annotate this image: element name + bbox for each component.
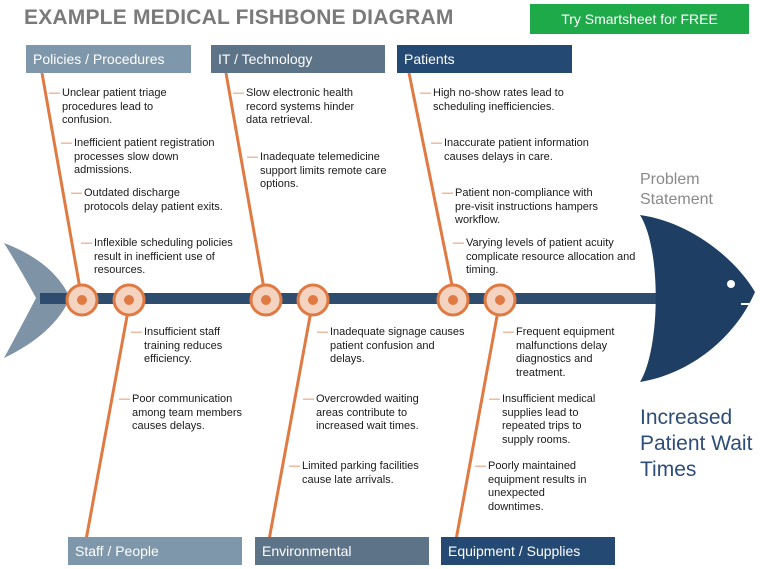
- joint-it: [249, 283, 283, 317]
- dash-icon: —: [317, 326, 328, 338]
- fish-tail: [4, 243, 70, 358]
- category-equipment: Equipment / Supplies: [441, 537, 615, 565]
- fish-spine: [40, 293, 680, 304]
- cause-policies-1: —Unclear patient triage procedures lead …: [49, 87, 202, 128]
- cause-text: Inflexible scheduling policies result in…: [94, 237, 233, 276]
- problem-statement-value: Increased Patient Wait Times: [640, 406, 753, 481]
- cause-policies-2: —Inefficient patient registration proces…: [61, 137, 224, 178]
- cause-equipment-2: —Insufficient medical supplies lead to r…: [489, 393, 612, 447]
- cause-text: Inadequate signage causes patient confus…: [330, 326, 465, 365]
- category-patients: Patients: [397, 45, 572, 73]
- dash-icon: —: [71, 187, 82, 199]
- cause-environmental-3: —Limited parking facilities cause late a…: [289, 460, 434, 487]
- category-it: IT / Technology: [211, 45, 385, 73]
- cause-text: Frequent equipment malfunctions delay di…: [516, 326, 615, 379]
- cause-staff-1: —Insufficient staff training reduces eff…: [131, 326, 256, 367]
- category-equipment-label: Equipment / Supplies: [448, 543, 581, 559]
- joint-staff: [112, 283, 146, 317]
- dash-icon: —: [489, 393, 500, 405]
- cause-text: Insufficient staff training reduces effi…: [144, 326, 223, 365]
- category-staff: Staff / People: [68, 537, 242, 565]
- category-it-label: IT / Technology: [218, 51, 313, 67]
- cause-patients-1: —High no-show rates lead to scheduling i…: [420, 87, 573, 114]
- cause-equipment-3: —Poorly maintained equipment results in …: [475, 460, 592, 514]
- dash-icon: —: [475, 460, 486, 472]
- cause-text: Poor communication among team members ca…: [132, 393, 243, 432]
- dash-icon: —: [49, 87, 60, 99]
- cause-text: Outdated discharge protocols delay patie…: [84, 187, 223, 213]
- dash-icon: —: [81, 237, 92, 249]
- dash-icon: —: [503, 326, 514, 338]
- cause-text: Overcrowded waiting areas contribute to …: [316, 393, 419, 432]
- bone-equipment: [454, 299, 502, 541]
- dash-icon: —: [431, 137, 442, 149]
- joint-policies: [65, 283, 99, 317]
- category-patients-label: Patients: [404, 51, 455, 67]
- cause-it-2: —Inadequate telemedicine support limits …: [247, 151, 406, 192]
- cause-text: Inefficient patient registration process…: [74, 137, 215, 176]
- cause-text: High no-show rates lead to scheduling in…: [433, 87, 564, 113]
- category-policies: Policies / Procedures: [26, 45, 191, 73]
- joint-environmental: [296, 283, 330, 317]
- cause-it-1: —Slow electronic health record systems h…: [233, 87, 376, 128]
- cause-text: Poorly maintained equipment results in u…: [488, 460, 587, 513]
- dash-icon: —: [233, 87, 244, 99]
- cause-patients-3: —Patient non-compliance with pre-visit i…: [442, 187, 601, 228]
- cause-text: Insufficient medical supplies lead to re…: [502, 393, 596, 446]
- cause-environmental-2: —Overcrowded waiting areas contribute to…: [303, 393, 436, 434]
- category-environmental-label: Environmental: [262, 543, 352, 559]
- cause-policies-3: —Outdated discharge protocols delay pati…: [71, 187, 224, 214]
- dash-icon: —: [453, 237, 464, 249]
- bone-staff: [84, 299, 132, 541]
- cause-text: Slow electronic health record systems hi…: [246, 87, 355, 126]
- category-staff-label: Staff / People: [75, 543, 159, 559]
- cause-patients-2: —Inaccurate patient information causes d…: [431, 137, 594, 164]
- page-title: EXAMPLE MEDICAL FISHBONE DIAGRAM: [24, 6, 454, 29]
- bone-patients: [407, 72, 457, 301]
- bone-environmental: [267, 299, 315, 541]
- dash-icon: —: [131, 326, 142, 338]
- cause-text: Patient non-compliance with pre-visit in…: [455, 187, 599, 226]
- problem-statement-label: Problem Statement: [640, 171, 713, 208]
- cause-text: Inadequate telemedicine support limits r…: [260, 151, 387, 190]
- cause-text: Inaccurate patient information causes de…: [444, 137, 589, 163]
- cause-text: Varying levels of patient acuity complic…: [466, 237, 636, 276]
- category-environmental: Environmental: [255, 537, 429, 565]
- bone-it: [224, 72, 268, 301]
- cause-patients-4: —Varying levels of patient acuity compli…: [453, 237, 640, 278]
- joint-equipment: [483, 283, 517, 317]
- dash-icon: —: [247, 151, 258, 163]
- try-smartsheet-button[interactable]: Try Smartsheet for FREE: [530, 4, 749, 34]
- dash-icon: —: [119, 393, 130, 405]
- dash-icon: —: [442, 187, 453, 199]
- dash-icon: —: [61, 137, 72, 149]
- cause-environmental-1: —Inadequate signage causes patient confu…: [317, 326, 470, 367]
- bone-policies: [40, 72, 84, 301]
- cause-policies-4: —Inflexible scheduling policies result i…: [81, 237, 238, 278]
- cause-text: Unclear patient triage procedures lead t…: [62, 87, 167, 126]
- category-policies-label: Policies / Procedures: [33, 51, 165, 67]
- fish-eye: [727, 280, 735, 288]
- cause-staff-2: —Poor communication among team members c…: [119, 393, 262, 434]
- cause-text: Limited parking facilities cause late ar…: [302, 460, 419, 486]
- cause-equipment-1: —Frequent equipment malfunctions delay d…: [503, 326, 636, 380]
- dash-icon: —: [289, 460, 300, 472]
- fish-head: [640, 215, 755, 382]
- joint-patients: [436, 283, 470, 317]
- dash-icon: —: [303, 393, 314, 405]
- dash-icon: —: [420, 87, 431, 99]
